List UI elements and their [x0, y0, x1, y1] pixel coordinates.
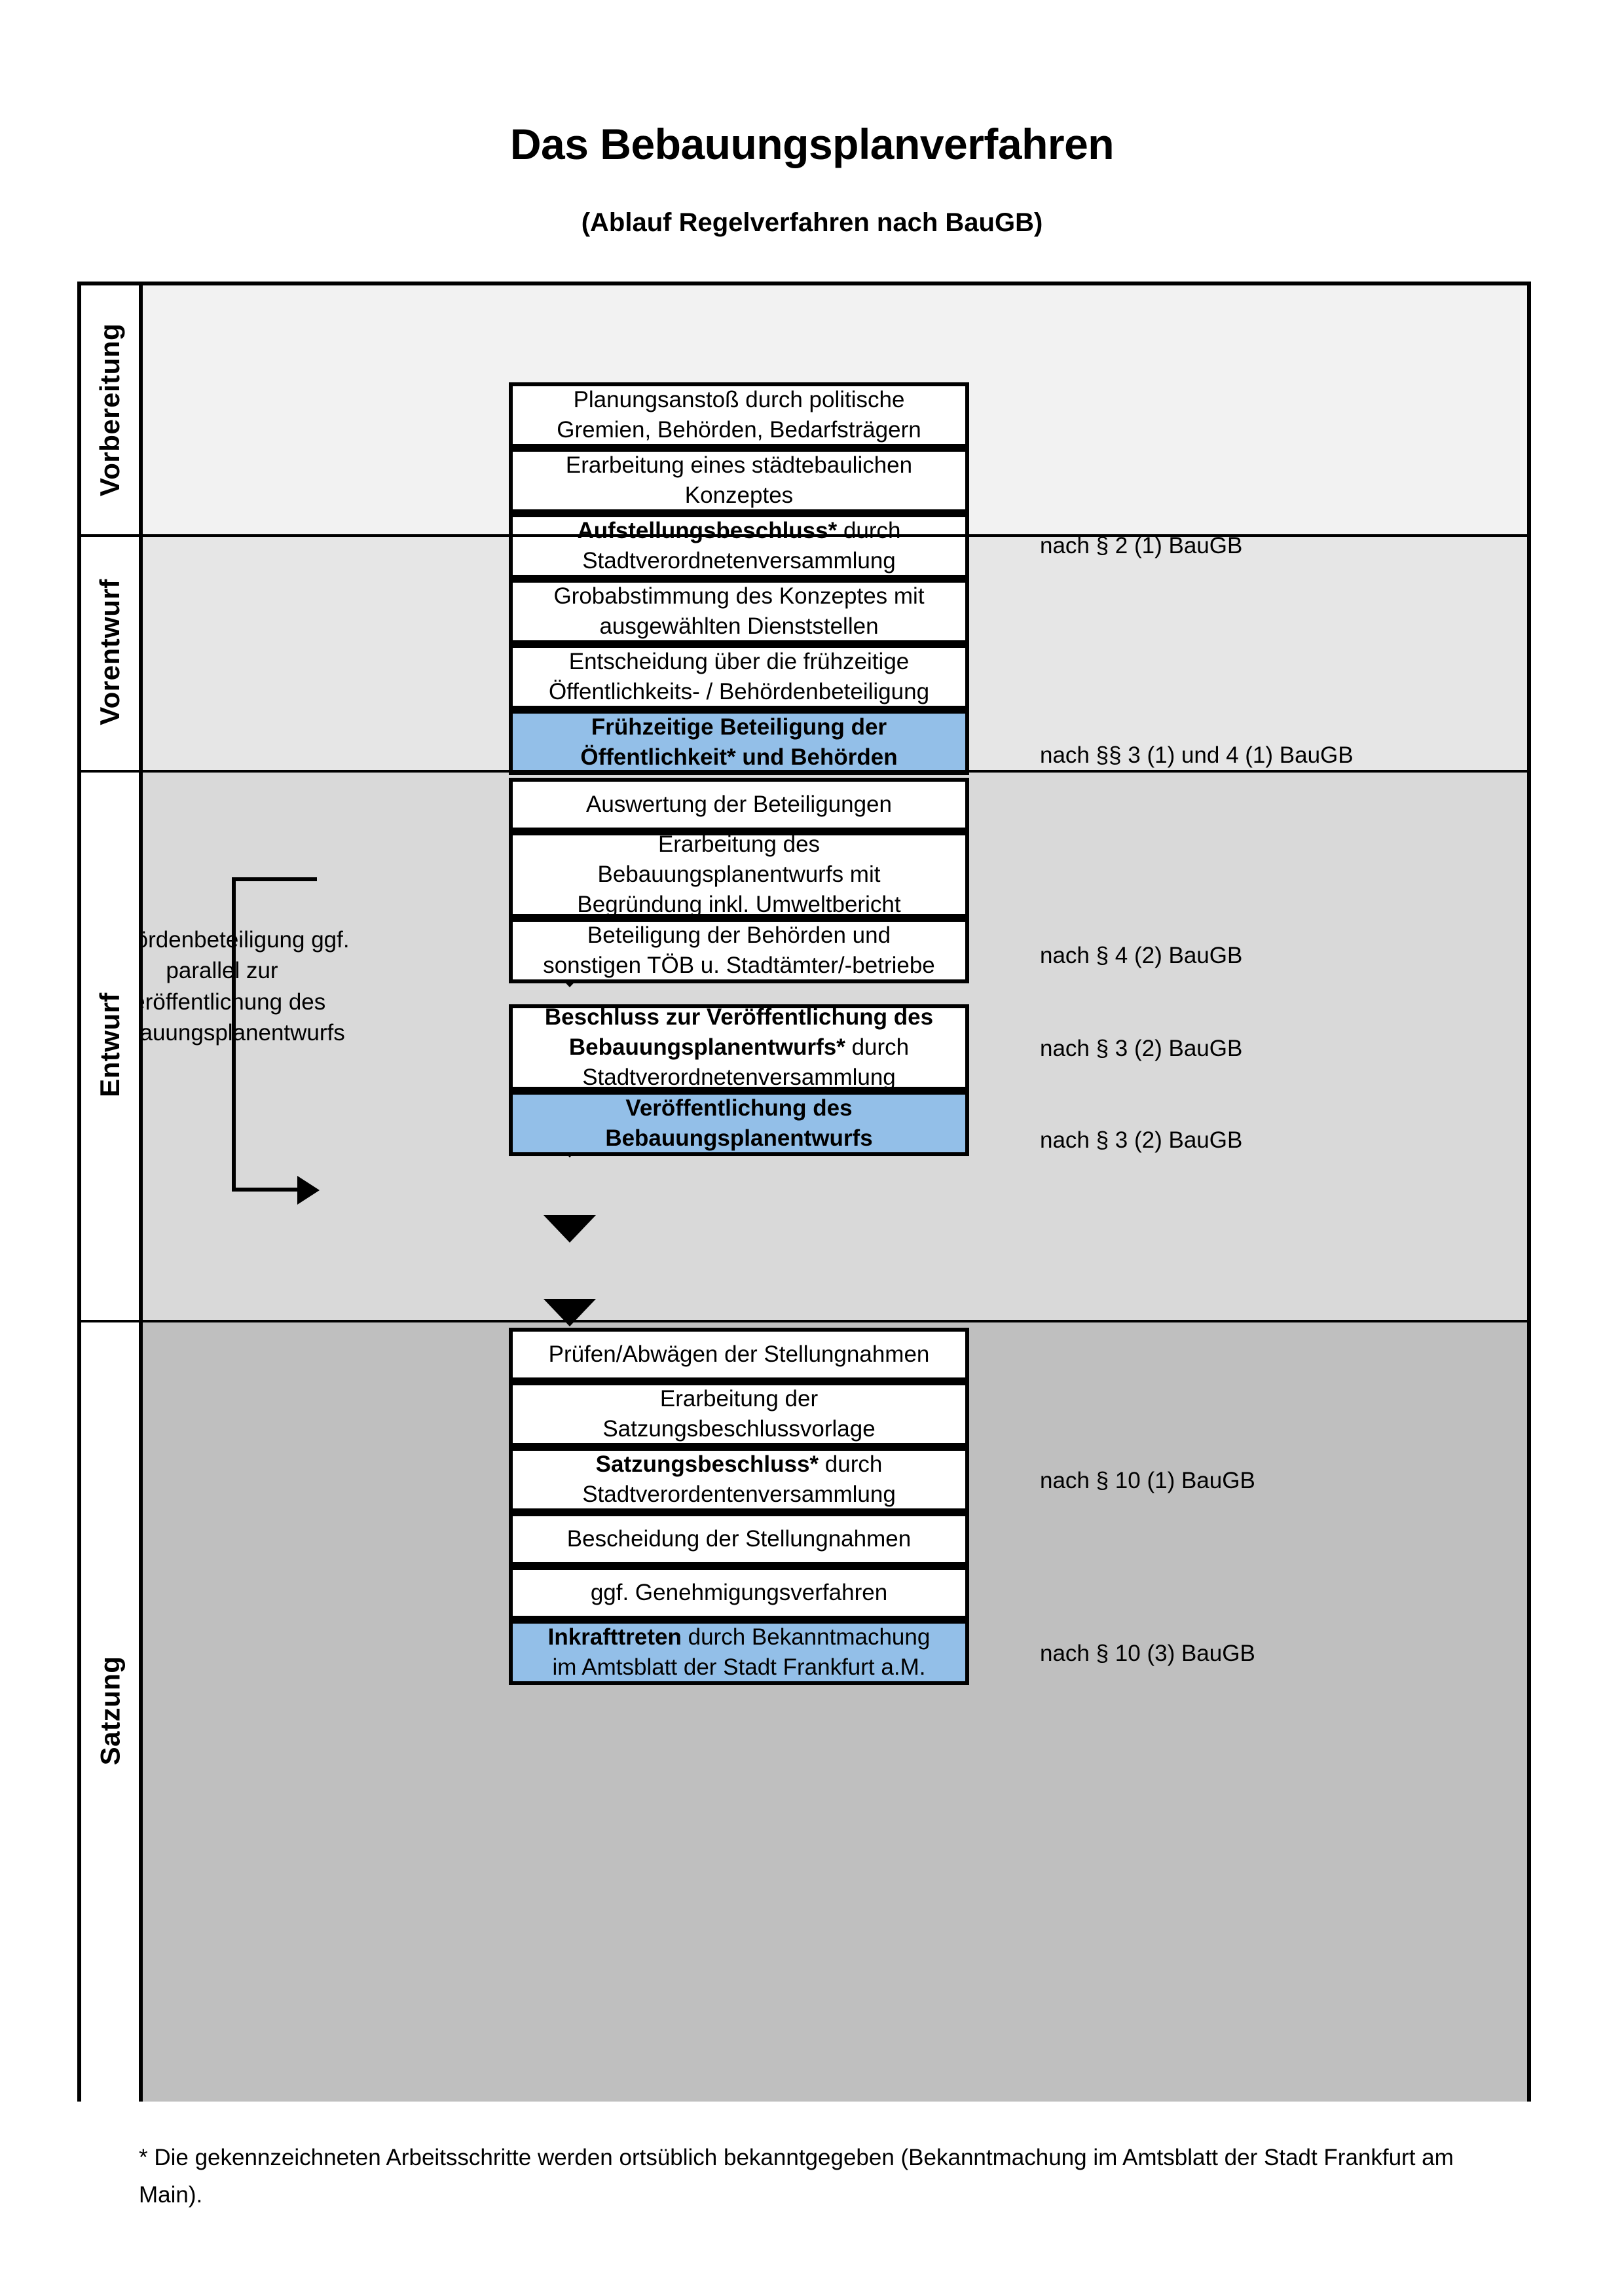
step-emphasis: Aufstellungsbeschluss* — [577, 517, 838, 543]
step-line: ggf. Genehmigungsverfahren — [590, 1579, 888, 1605]
step-line: Bebauungsplanentwurfs mit — [597, 861, 881, 887]
step-emphasis: Bebauungsplanentwurfs* — [568, 1034, 845, 1060]
step-line: Stadtverordentenversammlung — [582, 1482, 896, 1507]
step-emphasis: Inkrafttreten — [547, 1624, 682, 1650]
step-line: Bebauungsplanentwurfs — [605, 1125, 873, 1151]
step-box-genehmigungsverfahren[interactable]: ggf. Genehmigungsverfahren — [509, 1566, 969, 1620]
step-line: Stadtverordnetenversammlung — [582, 1065, 896, 1091]
sidenote-line: ggf. parallel zur — [166, 927, 350, 984]
step-box-satzungsbeschlussvorlage[interactable]: Erarbeitung der Satzungsbeschlussvorlage — [509, 1381, 969, 1447]
law-annotation-4: nach § 3 (2) BauGB — [1040, 1036, 1243, 1061]
page-subtitle: (Ablauf Regelverfahren nach BauGB) — [581, 208, 1043, 237]
law-annotation-6: nach § 10 (1) BauGB — [1040, 1468, 1255, 1493]
phase-divider-2 — [81, 770, 1527, 773]
step-line: Stadtverordnetenversammlung — [582, 548, 896, 574]
step-box-fruehzeitige-beteiligung[interactable]: Frühzeitige Beteiligung der Öffentlichke… — [509, 710, 969, 775]
step-line: Beteiligung der Behörden und — [587, 922, 891, 948]
step-box-veroeffentlichung[interactable]: Veröffentlichung des Bebauungsplanentwur… — [509, 1091, 969, 1156]
step-line: Öffentlichkeits- / Behördenbeteiligung — [548, 679, 930, 704]
phase-label-text: Entwurf — [94, 993, 125, 1097]
phase-label-vorbereitung: Vorbereitung — [81, 285, 143, 534]
step-line: im Amtsblatt der Stadt Frankfurt a.M. — [552, 1654, 926, 1680]
phase-label-text: Satzung — [94, 1656, 126, 1766]
step-line: Erarbeitung der — [659, 1385, 819, 1412]
step-line: Auswertung der Beteiligungen — [586, 791, 892, 817]
step-line: sonstigen TÖB u. Stadtämter/-betriebe — [543, 953, 935, 978]
bracket-bottom-segment — [232, 1188, 300, 1192]
step-line-rest: durch — [845, 1034, 910, 1060]
step-line: Prüfen/Abwägen der Stellungnahmen — [548, 1341, 930, 1367]
step-line: Frühzeitige Beteiligung der — [591, 714, 887, 740]
step-box-inkrafttreten[interactable]: Inkrafttreten durch Bekanntmachung im Am… — [509, 1620, 969, 1685]
step-line-rest: durch — [819, 1451, 883, 1477]
step-emphasis: Beschluss zur Veröffentlichung des — [544, 1004, 934, 1030]
step-box-beteiligung-behoerden[interactable]: Beteiligung der Behörden und sonstigen T… — [509, 918, 969, 983]
step-line: Begründung inkl. Umweltbericht — [577, 892, 901, 918]
step-emphasis: Satzungsbeschluss* — [595, 1451, 819, 1477]
sidenote-line: Veröffentlichung des — [118, 989, 326, 1015]
step-line: Veröffentlichung des — [625, 1095, 853, 1121]
step-line-rest: durch — [837, 517, 901, 543]
step-box-erarbeitung-entwurf[interactable]: Erarbeitung des Bebauungsplanentwurfs mi… — [509, 831, 969, 918]
phase-divider-1 — [81, 534, 1527, 537]
step-line: ausgewählten Dienststellen — [599, 613, 879, 639]
parallel-bracket — [232, 877, 320, 1205]
step-box-auswertung[interactable]: Auswertung der Beteiligungen — [509, 778, 969, 831]
step-box-bescheidung[interactable]: Bescheidung der Stellungnahmen — [509, 1512, 969, 1566]
phase-label-text: Vorentwurf — [94, 579, 125, 725]
diagram-canvas: Vorbereitung Vorentwurf Entwurf Satzung — [81, 285, 1527, 2102]
step-box-satzungsbeschluss[interactable]: Satzungsbeschluss* durch Stadtverordente… — [509, 1447, 969, 1512]
phase-label-entwurf: Entwurf — [81, 770, 143, 1320]
step-box-staedtebau-konzept[interactable]: Erarbeitung eines städtebaulichen Konzep… — [509, 448, 969, 513]
bracket-vertical-segment — [232, 877, 236, 1192]
phase-divider-3 — [81, 1320, 1527, 1322]
law-annotation-7: nach § 10 (3) BauGB — [1040, 1641, 1255, 1666]
step-box-entscheidung-fruehzeitig[interactable]: Entscheidung über die frühzeitige Öffent… — [509, 644, 969, 710]
step-line: Bebauungsplanentwurfs* durch — [545, 1032, 933, 1063]
step-box-pruefen-abwaegen[interactable]: Prüfen/Abwägen der Stellungnahmen — [509, 1328, 969, 1381]
step-line: Planungsanstoß durch politische — [573, 386, 905, 412]
step-line: Grobabstimmung des Konzeptes mit — [553, 583, 925, 609]
bracket-arrowhead-icon — [297, 1176, 320, 1205]
law-annotation-2: nach §§ 3 (1) und 4 (1) BauGB — [1040, 742, 1354, 768]
page-title: Das Bebauungsplanverfahren — [509, 120, 1115, 168]
diagram-frame: Vorbereitung Vorentwurf Entwurf Satzung — [77, 282, 1531, 2102]
step-line: Satzungsbeschlussvorlage — [602, 1416, 876, 1442]
law-annotation-5: nach § 3 (2) BauGB — [1040, 1127, 1243, 1153]
step-line: Inkrafttreten durch Bekanntmachung — [548, 1622, 931, 1652]
phase-label-satzung: Satzung — [81, 1320, 143, 2102]
step-line: Beschluss zur Veröffentlichung des — [545, 1002, 933, 1032]
phase-label-vorentwurf: Vorentwurf — [81, 534, 143, 770]
step-line: Aufstellungsbeschluss* durch — [577, 516, 900, 546]
footnote: * Die gekennzeichneten Arbeitsschritte w… — [139, 2145, 1454, 2208]
step-box-grobabstimmung[interactable]: Grobabstimmung des Konzeptes mit ausgewä… — [509, 579, 969, 644]
step-line: Erarbeitung des — [657, 831, 821, 857]
phase-label-text: Vorbereitung — [94, 323, 126, 497]
step-line: Erarbeitung eines städtebaulichen — [565, 452, 913, 478]
bracket-top-segment — [232, 877, 317, 881]
step-line-rest: durch Bekanntmachung — [681, 1624, 931, 1650]
step-box-beschluss-veroeffentlichung[interactable]: Beschluss zur Veröffentlichung des Bebau… — [509, 1004, 969, 1091]
step-line: Konzeptes — [684, 483, 794, 508]
step-line: Entscheidung über die frühzeitige — [568, 648, 910, 674]
law-annotation-3: nach § 4 (2) BauGB — [1040, 943, 1243, 968]
step-line: Satzungsbeschluss* durch — [582, 1449, 896, 1480]
step-line: Gremien, Behörden, Bedarfsträgern — [557, 417, 921, 443]
flow-arrow — [544, 1215, 596, 1243]
step-box-aufstellungsbeschluss[interactable]: Aufstellungsbeschluss* durch Stadtverord… — [509, 513, 969, 579]
step-line: Öffentlichkeit* und Behörden — [580, 744, 898, 770]
step-line: Bescheidung der Stellungnahmen — [566, 1525, 912, 1552]
step-box-planungsanstoss[interactable]: Planungsanstoß durch politische Gremien,… — [509, 382, 969, 448]
law-annotation-1: nach § 2 (1) BauGB — [1040, 533, 1243, 558]
